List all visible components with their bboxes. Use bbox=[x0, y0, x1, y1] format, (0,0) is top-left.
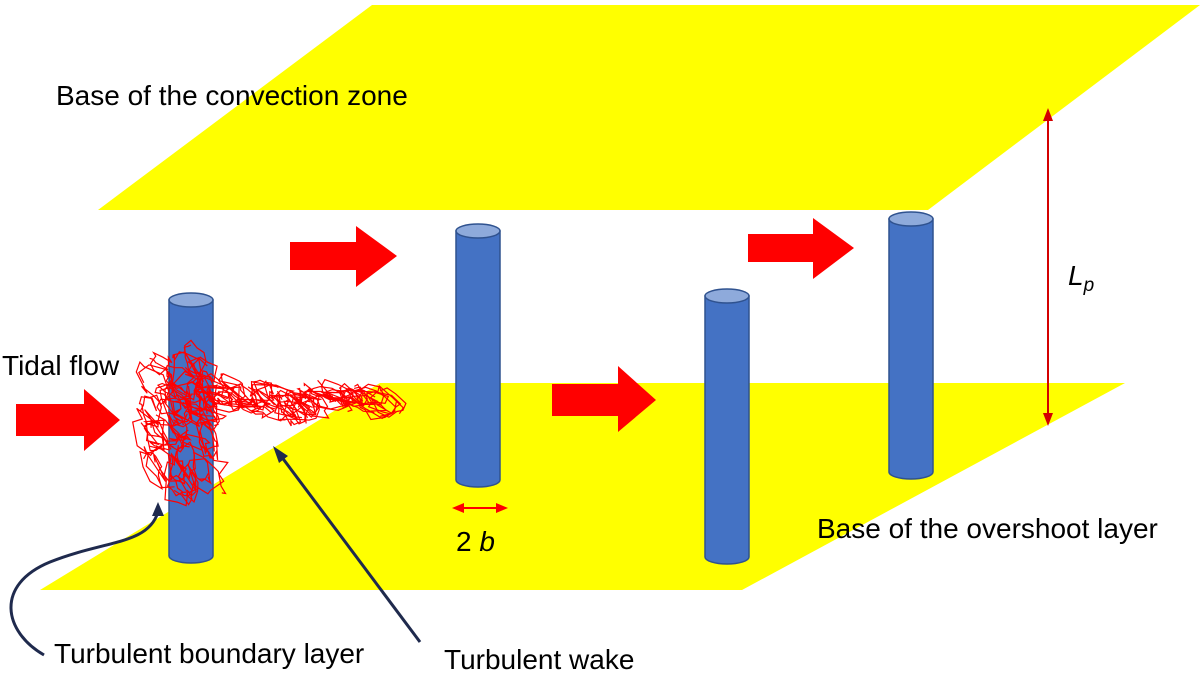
flow-arrow-middle bbox=[552, 366, 656, 432]
boundary-layer-label: Turbulent boundary layer bbox=[54, 638, 365, 669]
turbulence-loop bbox=[183, 339, 207, 378]
turbulence-loop bbox=[187, 450, 229, 495]
convection-zone-plane bbox=[98, 5, 1200, 210]
wake-label: Turbulent wake bbox=[444, 644, 635, 675]
turbulence-loop bbox=[167, 452, 187, 485]
height-subscript: p bbox=[1083, 275, 1095, 296]
flow-arrow-upper-left bbox=[290, 226, 397, 287]
tidal-flow-label: Tidal flow bbox=[2, 350, 120, 381]
height-symbol: L bbox=[1068, 260, 1084, 291]
cylinder-3 bbox=[704, 288, 750, 565]
turbulence-loop bbox=[154, 382, 192, 401]
turbulence-loop bbox=[132, 407, 172, 457]
convection-zone-label: Base of the convection zone bbox=[56, 80, 408, 111]
turbulence-loop bbox=[354, 386, 397, 421]
overshoot-layer-label: Base of the overshoot layer bbox=[817, 513, 1158, 544]
width-symbol: b bbox=[479, 526, 495, 557]
turbulence-loop bbox=[208, 391, 234, 407]
turbulence-loop bbox=[168, 418, 192, 442]
turbulence-loop bbox=[171, 351, 204, 401]
height-label: Lp bbox=[1068, 260, 1095, 296]
height-dimension-arrow bbox=[1043, 108, 1053, 426]
turbulence-loop bbox=[233, 398, 276, 419]
turbulence-loop bbox=[171, 366, 210, 404]
turbulence-loop bbox=[163, 456, 200, 507]
boundary-layer-pointer bbox=[9, 502, 164, 657]
turbulence-loop bbox=[177, 463, 199, 503]
width-dimension-arrow bbox=[452, 503, 508, 513]
turbulence-loop bbox=[189, 408, 228, 423]
turbulent-boundary-layer-squiggle bbox=[132, 339, 229, 507]
turbulence-loop bbox=[135, 360, 174, 405]
turbulence-loop bbox=[166, 474, 193, 497]
turbulence-loop bbox=[336, 389, 390, 405]
cylinder-1 bbox=[168, 292, 214, 564]
tidal-flow-arrow bbox=[16, 389, 120, 451]
flow-arrow-upper-right bbox=[748, 218, 854, 279]
turbulence-loop bbox=[198, 422, 219, 460]
turbulence-loop bbox=[217, 373, 246, 402]
wake-pointer bbox=[273, 446, 422, 643]
overshoot-layer-plane bbox=[40, 383, 1125, 590]
width-label: 2 b bbox=[456, 528, 495, 556]
turbulence-loop bbox=[140, 421, 170, 452]
turbulence-loop bbox=[193, 384, 235, 400]
turbulence-loop bbox=[174, 441, 196, 480]
turbulence-loop bbox=[163, 386, 193, 425]
turbulence-loop bbox=[149, 351, 173, 376]
turbulence-loop bbox=[365, 391, 402, 415]
turbulence-loop bbox=[138, 394, 163, 428]
cylinder-4 bbox=[888, 211, 934, 480]
turbulence-loop bbox=[172, 400, 209, 428]
cylinder-2 bbox=[455, 223, 501, 488]
turbulence-loop bbox=[277, 393, 302, 427]
turbulence-loop bbox=[145, 444, 186, 489]
turbulent-wake-squiggle bbox=[189, 372, 407, 427]
turbulence-loop bbox=[139, 446, 167, 491]
turbulence-loop bbox=[369, 384, 407, 418]
turbulence-loop bbox=[142, 419, 189, 453]
turbulence-loop bbox=[195, 417, 219, 452]
turbulence-loop bbox=[143, 419, 183, 442]
width-coefficient: 2 bbox=[456, 526, 472, 557]
